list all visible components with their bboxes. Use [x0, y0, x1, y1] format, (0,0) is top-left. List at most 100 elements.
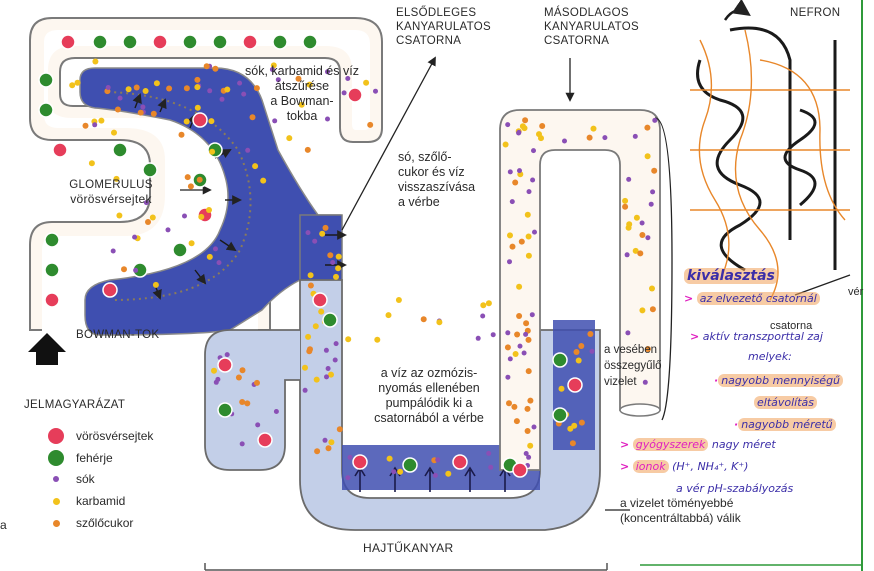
molecule-dot: [116, 213, 122, 219]
molecule-dot: [525, 406, 531, 412]
molecule-dot: [302, 365, 308, 371]
legend-label: sók: [76, 472, 95, 486]
secondary-tubule-label: MÁSODLAGOS KANYARULATOS CSATORNA: [544, 6, 639, 48]
collecting-line-1: a vesében: [604, 342, 662, 358]
molecule-dot: [523, 320, 529, 326]
molecule-dot: [506, 400, 512, 406]
note-line-3: ·nagyobb mennyiségű: [714, 374, 843, 387]
molecule-dot: [212, 66, 218, 72]
note-line-4: ·nagyobb méretű: [734, 418, 836, 431]
molecule-dot: [510, 199, 515, 204]
molecule-dot: [305, 147, 311, 153]
molecule-dot: [132, 235, 137, 240]
molecule-dot: [303, 35, 317, 49]
legend-swatch: [48, 450, 64, 466]
osmosis-line-3: pumpálódik ki a: [354, 396, 504, 411]
molecule-dot: [516, 130, 521, 135]
molecule-dot: [578, 343, 584, 349]
molecule-dot: [518, 344, 523, 349]
molecule-dot: [345, 475, 350, 480]
molecule-dot: [118, 96, 123, 101]
note-line-5b: nagy méret: [712, 438, 776, 451]
molecule-dot: [143, 88, 149, 94]
molecule-dot: [570, 440, 576, 446]
nephron-top-arrow: [725, 11, 748, 20]
molecule-dot: [514, 332, 520, 338]
molecule-dot: [579, 420, 585, 426]
molecule-dot: [209, 149, 215, 155]
molecule-dot: [218, 403, 232, 417]
molecule-dot: [308, 272, 314, 278]
blood-input-arrow: [28, 333, 66, 365]
molecule-dot: [519, 239, 525, 245]
molecule-dot: [39, 103, 53, 117]
molecule-dot: [184, 119, 190, 125]
molecule-dot: [113, 143, 127, 157]
molecule-dot: [334, 341, 339, 346]
molecule-dot: [111, 249, 116, 254]
molecule-dot: [208, 118, 214, 124]
legend-item: fehérje: [46, 450, 113, 466]
molecule-dot: [512, 180, 518, 186]
molecule-dot: [179, 132, 185, 138]
molecule-dot: [83, 123, 89, 129]
molecule-dot: [374, 337, 380, 343]
note-line-1-text: az elvezető csatornál: [697, 292, 820, 305]
molecule-dot: [522, 125, 528, 131]
filtration-line-3: a Bowman-: [232, 94, 372, 109]
molecule-dot: [505, 330, 510, 335]
molecule-dot: [488, 465, 493, 470]
molecule-dot: [562, 139, 567, 144]
molecule-dot: [254, 380, 260, 386]
molecule-dot: [140, 105, 145, 110]
molecule-dot: [626, 221, 632, 227]
reabsorption-line-3: visszaszívása: [398, 180, 475, 195]
note-bullet-5: >: [620, 438, 629, 451]
molecule-dot: [650, 189, 655, 194]
molecule-dot: [103, 283, 117, 297]
molecule-dot: [525, 428, 531, 434]
molecule-dot: [188, 183, 194, 189]
concentrated-label: a vizelet töményebbé (koncentráltabbá) v…: [620, 496, 741, 526]
molecule-dot: [126, 86, 132, 92]
molecule-dot: [587, 135, 593, 141]
molecule-dot: [258, 433, 272, 447]
molecule-dot: [516, 313, 522, 319]
reabsorption-label: só, szőlő- cukor és víz visszaszívása a …: [398, 150, 475, 210]
molecule-dot: [193, 113, 207, 127]
molecule-dot: [522, 351, 527, 356]
molecule-dot: [273, 35, 287, 49]
legend-swatch-wrap: [46, 450, 66, 466]
molecule-dot: [517, 168, 522, 173]
molecule-dot: [476, 336, 481, 341]
molecule-dot: [652, 118, 657, 123]
molecule-dot: [306, 230, 311, 235]
molecule-dot: [189, 240, 195, 246]
molecule-dot: [255, 422, 260, 427]
molecule-dot: [183, 35, 197, 49]
legend-swatch: [53, 520, 60, 527]
molecule-dot: [645, 153, 651, 159]
legend-swatch: [53, 498, 60, 505]
molecule-dot: [239, 399, 245, 405]
molecule-dot: [649, 202, 654, 207]
molecule-dot: [225, 352, 230, 357]
molecule-dot: [318, 309, 324, 315]
vessel-2: [736, 30, 779, 300]
molecule-dot: [45, 263, 59, 277]
molecule-dot: [45, 293, 59, 307]
molecule-dot: [92, 59, 98, 65]
molecule-dot: [532, 230, 537, 235]
molecule-dot: [243, 35, 257, 49]
molecule-dot: [403, 458, 417, 472]
secondary-line-2: KANYARULATOS: [544, 20, 639, 34]
molecule-dot: [197, 177, 203, 183]
molecule-dot: [213, 35, 227, 49]
molecule-dot: [523, 332, 528, 337]
molecule-dot: [525, 212, 531, 218]
molecule-dot: [568, 378, 582, 392]
molecule-dot: [252, 163, 258, 169]
molecule-dot: [602, 135, 607, 140]
legend-item: vörösvérsejtek: [46, 428, 153, 444]
